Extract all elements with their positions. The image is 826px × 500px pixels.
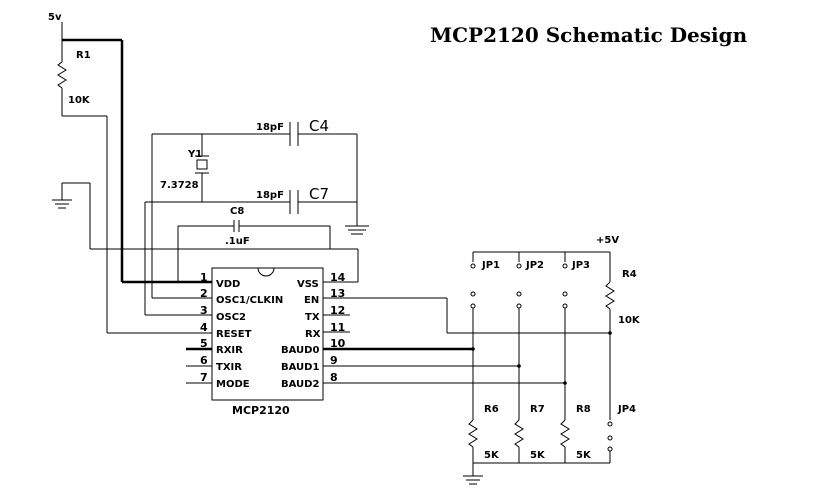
r1-resistor	[57, 61, 67, 89]
c4-ref: C4	[309, 117, 329, 135]
supply-label: 5v	[48, 12, 62, 23]
r6-value: 5K	[484, 450, 500, 461]
r7-ref: R7	[530, 404, 545, 415]
pin-num-9: 9	[330, 354, 338, 367]
pin-num-10: 10	[330, 337, 346, 350]
c7-ref: C7	[309, 185, 329, 203]
jp1-jumper	[470, 263, 476, 349]
c4-value: 18pF	[256, 122, 284, 133]
jp2-jumper	[516, 263, 522, 366]
pin-num-1: 1	[200, 271, 208, 284]
r8-resistor	[560, 419, 570, 448]
r8-value: 5K	[576, 450, 592, 461]
r4-ref: R4	[622, 269, 637, 280]
jp2-ref: JP2	[525, 260, 544, 271]
y1-value: 7.3728	[160, 180, 199, 191]
jp4-ref: JP4	[617, 404, 636, 415]
pin-num-2: 2	[200, 287, 208, 300]
pin-name-rx: RX	[305, 329, 321, 340]
pin-name-vdd: VDD	[216, 279, 240, 290]
r6-resistor	[468, 419, 478, 448]
pin-name-reset: RESET	[216, 329, 252, 340]
pin-name-baud2: BAUD2	[281, 379, 319, 390]
chip-name: MCP2120	[232, 404, 290, 417]
jp3-ref: JP3	[571, 260, 590, 271]
pin-name-tx: TX	[305, 312, 320, 323]
jp1-ref: JP1	[481, 260, 500, 271]
pin-num-5: 5	[200, 337, 208, 350]
r7-resistor	[514, 419, 524, 448]
pin-num-12: 12	[330, 304, 345, 317]
y1-ref: Y1	[187, 149, 202, 160]
r4-resistor	[605, 281, 615, 310]
pin-name-osc1: OSC1/CLKIN	[216, 295, 283, 306]
pin-name-vss: VSS	[297, 279, 319, 290]
jp3-jumper	[562, 263, 568, 383]
c8-ref: C8	[230, 206, 244, 217]
pin-name-mode: MODE	[216, 379, 250, 390]
pin-name-baud0: BAUD0	[281, 345, 319, 356]
plus5v-label: +5V	[596, 235, 619, 246]
c8-value: .1uF	[225, 236, 250, 247]
chip-body	[211, 267, 324, 401]
pin-name-txir: TXIR	[216, 362, 242, 373]
pin-num-11: 11	[330, 321, 345, 334]
pin-name-en: EN	[304, 295, 319, 306]
r8-ref: R8	[576, 404, 591, 415]
chip-notch	[257, 267, 275, 277]
r1-value: 10K	[68, 95, 91, 106]
r4-value: 10K	[618, 315, 641, 326]
pin-name-osc2: OSC2	[216, 312, 246, 323]
jp4-jumper	[607, 421, 613, 463]
pin-num-8: 8	[330, 371, 338, 384]
c7-value: 18pF	[256, 190, 284, 201]
r7-value: 5K	[530, 450, 546, 461]
pin-num-6: 6	[200, 354, 208, 367]
pin-num-3: 3	[200, 304, 208, 317]
pin-num-13: 13	[330, 287, 345, 300]
pin-name-rxir: RXIR	[216, 345, 243, 356]
r6-ref: R6	[484, 404, 499, 415]
pin-name-baud1: BAUD1	[281, 362, 319, 373]
pin-num-7: 7	[200, 371, 208, 384]
pin-num-14: 14	[330, 271, 346, 284]
r1-ref: R1	[76, 50, 91, 61]
pin-num-4: 4	[200, 321, 208, 334]
schematic-title: MCP2120 Schematic Design	[430, 23, 748, 47]
